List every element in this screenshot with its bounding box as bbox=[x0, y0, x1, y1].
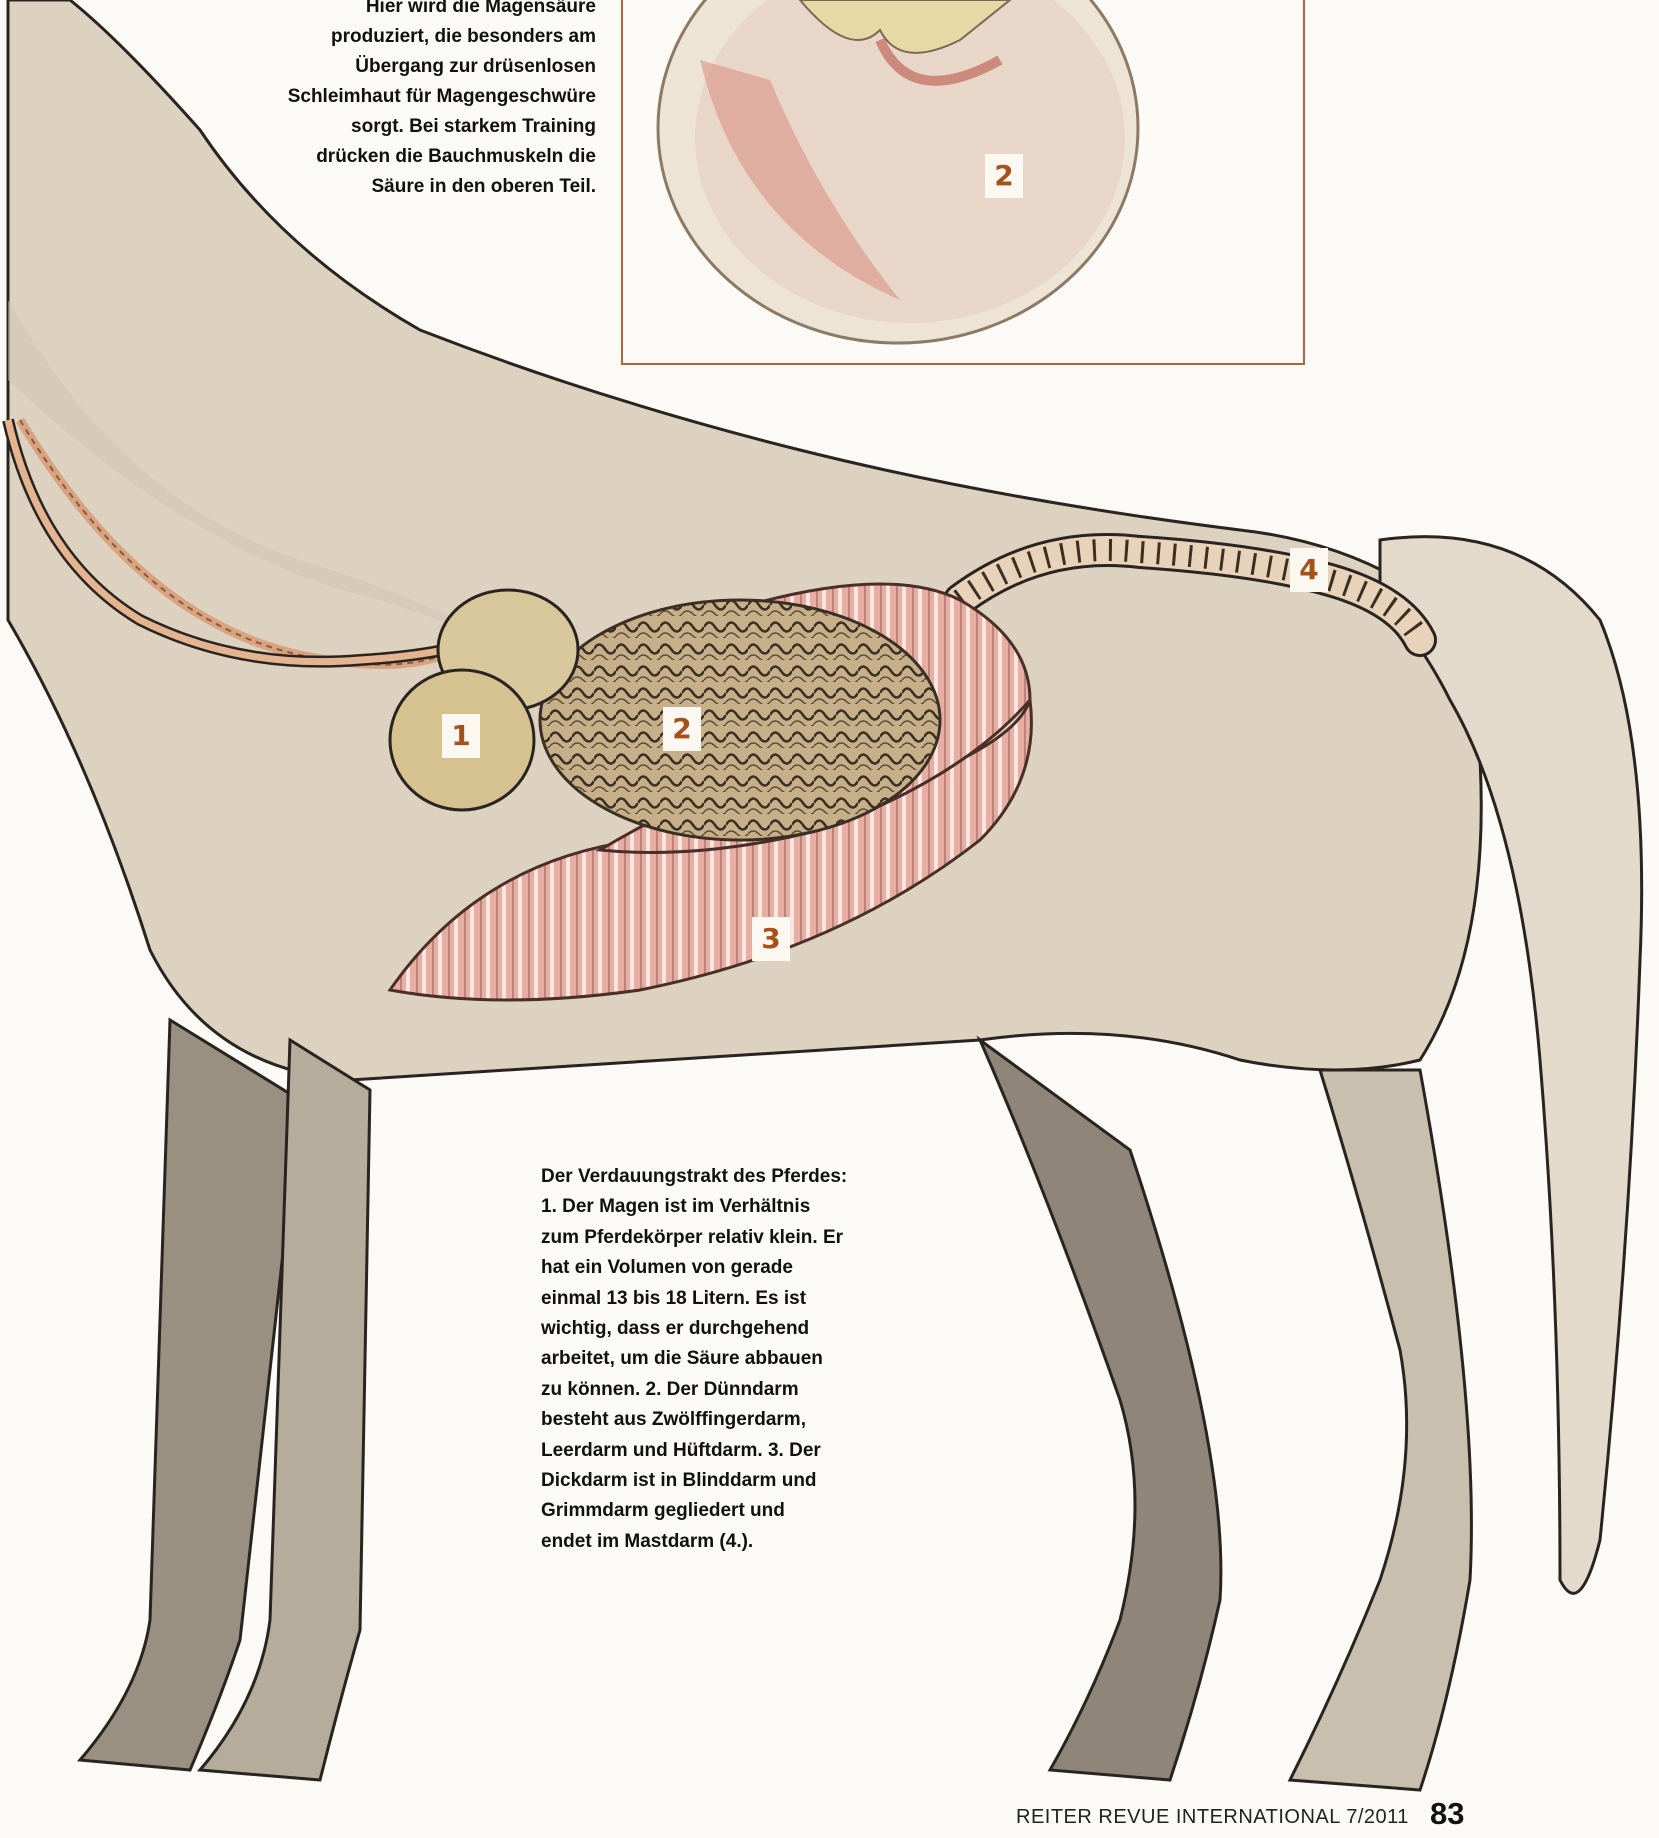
label-small-intestine: 2 bbox=[663, 707, 701, 751]
main-caption-line: hat ein Volumen von gerade bbox=[541, 1253, 891, 1283]
top-caption: Hier wird die Magensäure produziert, die… bbox=[240, 0, 596, 202]
main-caption-line: endet im Mastdarm (4.). bbox=[541, 1527, 891, 1557]
main-caption-line: einmal 13 bis 18 Litern. Es ist bbox=[541, 1284, 891, 1314]
top-caption-line: Säure in den oberen Teil. bbox=[240, 172, 596, 202]
page-number: 83 bbox=[1430, 1796, 1464, 1832]
footer-publication: REITER REVUE INTERNATIONAL 7/2011 bbox=[1016, 1806, 1409, 1829]
main-caption-line: zu können. 2. Der Dünndarm bbox=[541, 1375, 891, 1405]
main-caption-line: wichtig, dass er durchgehend bbox=[541, 1314, 891, 1344]
stomach-inset bbox=[622, 0, 1304, 364]
label-large-intestine: 3 bbox=[752, 917, 790, 961]
small-intestine bbox=[540, 600, 940, 840]
main-caption-line: Der Verdauungstrakt des Pferdes: bbox=[541, 1162, 891, 1192]
label-stomach: 1 bbox=[442, 714, 480, 758]
top-caption-line: sorgt. Bei starkem Training bbox=[240, 112, 596, 142]
main-caption-line: Leerdarm und Hüftdarm. 3. Der bbox=[541, 1436, 891, 1466]
main-caption-line: Grimmdarm gegliedert und bbox=[541, 1496, 891, 1526]
label-stomach-inset: 2 bbox=[985, 154, 1023, 198]
top-caption-line: produziert, die besonders am bbox=[240, 22, 596, 52]
label-rectum: 4 bbox=[1290, 548, 1328, 592]
top-caption-line: drücken die Bauchmuskeln die bbox=[240, 142, 596, 172]
top-caption-line: Übergang zur drüsenlosen bbox=[240, 52, 596, 82]
main-caption-line: zum Pferdekörper relativ klein. Er bbox=[541, 1223, 891, 1253]
top-caption-line: Schleimhaut für Magengeschwüre bbox=[240, 82, 596, 112]
main-caption-line: arbeitet, um die Säure abbauen bbox=[541, 1344, 891, 1374]
main-caption-line: Dickdarm ist in Blinddarm und bbox=[541, 1466, 891, 1496]
top-caption-line: Hier wird die Magensäure bbox=[240, 0, 596, 22]
main-caption-line: 1. Der Magen ist im Verhältnis bbox=[541, 1192, 891, 1222]
main-caption-line: besteht aus Zwölffingerdarm, bbox=[541, 1405, 891, 1435]
main-caption: Der Verdauungstrakt des Pferdes: 1. Der … bbox=[541, 1162, 891, 1557]
